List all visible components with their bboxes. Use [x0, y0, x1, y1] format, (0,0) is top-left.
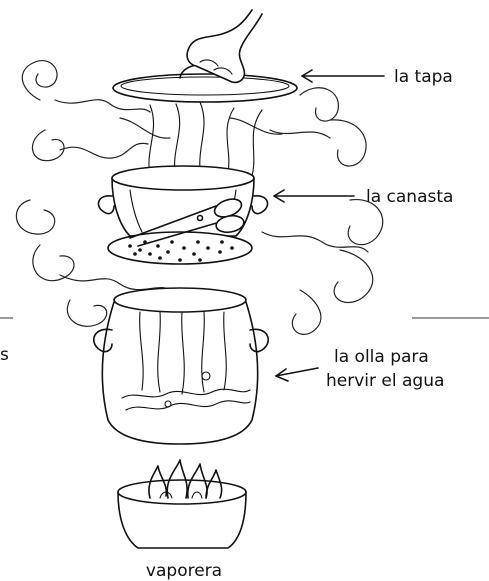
basket [98, 166, 267, 264]
label-basket: la canasta [366, 187, 453, 207]
label-pot-line2: hervir el agua [326, 371, 444, 391]
hand [187, 10, 262, 82]
arrow-lid [302, 70, 384, 82]
arrow-pot [276, 368, 318, 381]
edge-text-fragment: s [0, 345, 9, 365]
caption: vaporera [146, 561, 222, 581]
pot [94, 288, 268, 444]
label-lid: la tapa [394, 67, 453, 87]
burner [118, 480, 246, 548]
arrow-basket [274, 190, 354, 202]
steam-wisps [149, 102, 262, 176]
label-pot-line1: la olla para [334, 347, 429, 367]
